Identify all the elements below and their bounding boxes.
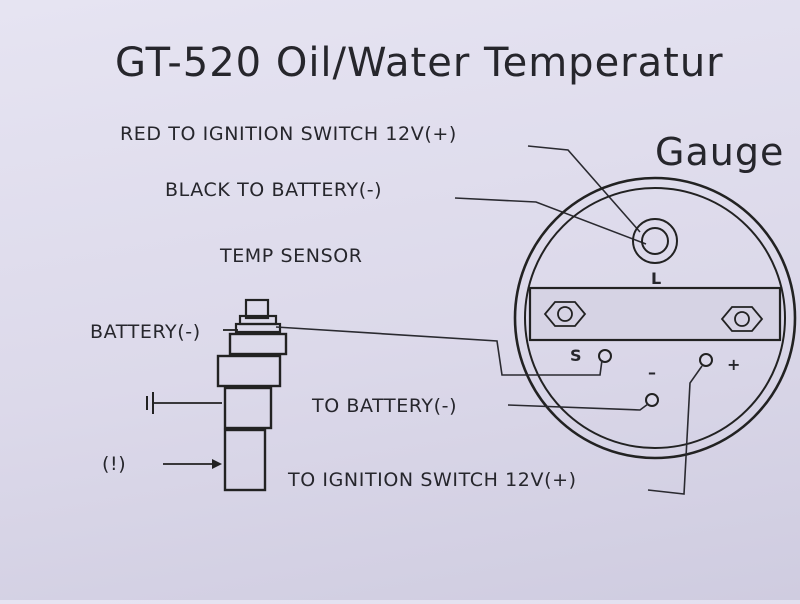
red-wire-label: RED TO IGNITION SWITCH 12V(+) bbox=[120, 123, 457, 145]
negative-terminal-label: – bbox=[648, 363, 656, 382]
sensor-terminal-post bbox=[244, 298, 270, 320]
bracket-nut-right bbox=[720, 306, 764, 332]
temp-sensor-label: TEMP SENSOR bbox=[219, 245, 363, 267]
bracket-nut-left bbox=[543, 301, 587, 327]
sender-terminal bbox=[598, 349, 612, 363]
sender-terminal-label: S bbox=[570, 346, 582, 365]
lamp-terminal-label: L bbox=[651, 269, 661, 288]
to-ignition-label: TO IGNITION SWITCH 12V(+) bbox=[287, 469, 577, 491]
gauge-back: L S – + bbox=[513, 176, 797, 460]
red-wire-line bbox=[527, 145, 641, 233]
positive-terminal bbox=[699, 353, 713, 367]
sensor-thread bbox=[223, 386, 273, 430]
caution-label: (!) bbox=[102, 453, 126, 475]
to-battery-label: TO BATTERY(-) bbox=[311, 395, 457, 417]
sensor-to-s-wire bbox=[275, 326, 603, 376]
gauge-inner-ring bbox=[524, 187, 786, 449]
black-wire-label: BLACK TO BATTERY(-) bbox=[165, 179, 382, 201]
negative-terminal bbox=[645, 393, 659, 407]
sensor-washer bbox=[234, 322, 282, 334]
lamp-socket-outer bbox=[632, 218, 678, 264]
caution-arrow-head bbox=[212, 459, 222, 469]
sensor-collar bbox=[228, 332, 288, 356]
sensor-battery-label: BATTERY(-) bbox=[90, 321, 201, 343]
sensor-hex-body bbox=[216, 354, 282, 388]
mounting-bracket bbox=[528, 286, 782, 342]
positive-terminal-label: + bbox=[727, 355, 740, 374]
lamp-socket-inner bbox=[641, 227, 669, 255]
sensor-probe bbox=[223, 428, 267, 492]
gauge-outer-ring bbox=[513, 176, 797, 460]
diagram-title: GT-520 Oil/Water Temperatur bbox=[115, 40, 724, 86]
black-wire-line bbox=[454, 197, 647, 245]
to-battery-wire bbox=[507, 403, 649, 411]
to-ignition-wire bbox=[647, 365, 703, 495]
diagram-subtitle: Gauge bbox=[655, 130, 784, 174]
temp-sensor bbox=[146, 298, 288, 492]
